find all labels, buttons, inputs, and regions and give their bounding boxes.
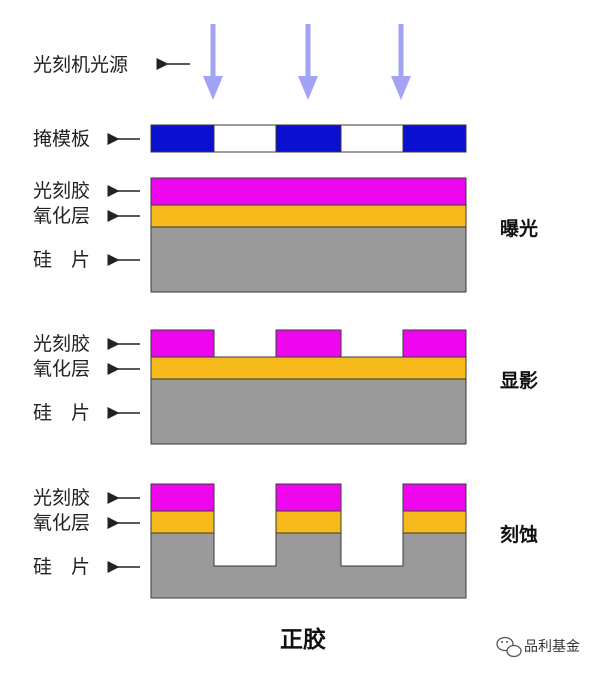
exposure-photoresist — [150, 177, 467, 206]
etching-stage-label: 刻蚀 — [500, 523, 538, 546]
wechat-icon — [496, 636, 522, 658]
stage-development: 光刻胶 氧化层 硅 片 显影 — [33, 329, 538, 445]
development-photoresist-block-1 — [150, 329, 215, 358]
etching-photoresist-block-1 — [150, 483, 215, 512]
etching-oxide-block-2 — [275, 510, 342, 534]
etching-oxide-label: 氧化层 — [33, 512, 90, 534]
mask-clear-segment-1 — [213, 124, 277, 153]
development-photoresist-block-2 — [275, 329, 342, 358]
mask-opaque-segment-2 — [275, 124, 342, 153]
light-arrow-3 — [391, 24, 411, 100]
exposure-stage-label: 曝光 — [500, 217, 538, 240]
development-silicon — [150, 378, 467, 445]
development-oxide-label: 氧化层 — [33, 358, 90, 380]
development-photoresist-block-3 — [402, 329, 467, 358]
exposure-silicon-label: 硅 片 — [33, 249, 90, 271]
light-arrow-1 — [203, 24, 223, 100]
development-stage-label: 显影 — [500, 370, 538, 392]
exposure-resist-label: 光刻胶 — [33, 180, 90, 202]
light-arrow-2 — [298, 24, 318, 100]
light-source-arrows — [203, 24, 411, 100]
diagram-title: 正胶 — [280, 626, 326, 653]
development-oxide — [150, 356, 467, 380]
stage-exposure: 光刻胶 氧化层 硅 片 曝光 — [33, 177, 538, 293]
watermark: 品利基金 — [496, 636, 580, 658]
watermark-text: 品利基金 — [524, 638, 580, 655]
development-silicon-label: 硅 片 — [33, 402, 90, 424]
mask-opaque-segment-3 — [402, 124, 467, 153]
exposure-oxide — [150, 204, 467, 228]
mask-clear-segment-2 — [340, 124, 404, 153]
mask-label: 掩模板 — [33, 128, 90, 150]
mask-opaque-segment-1 — [150, 124, 215, 153]
etching-silicon-label: 硅 片 — [33, 556, 90, 578]
light-source-label: 光刻机光源 — [33, 54, 128, 76]
development-resist-label: 光刻胶 — [33, 333, 90, 355]
stage-etching: 光刻胶 氧化层 硅 片 刻蚀 — [33, 483, 538, 599]
etching-photoresist-block-2 — [275, 483, 342, 512]
etching-resist-label: 光刻胶 — [33, 487, 90, 509]
etching-silicon — [150, 532, 467, 599]
etching-oxide-block-3 — [402, 510, 467, 534]
exposure-oxide-label: 氧化层 — [33, 205, 90, 227]
mask-plate — [150, 124, 467, 153]
exposure-silicon — [150, 226, 467, 293]
etching-oxide-block-1 — [150, 510, 215, 534]
etching-photoresist-block-3 — [402, 483, 467, 512]
